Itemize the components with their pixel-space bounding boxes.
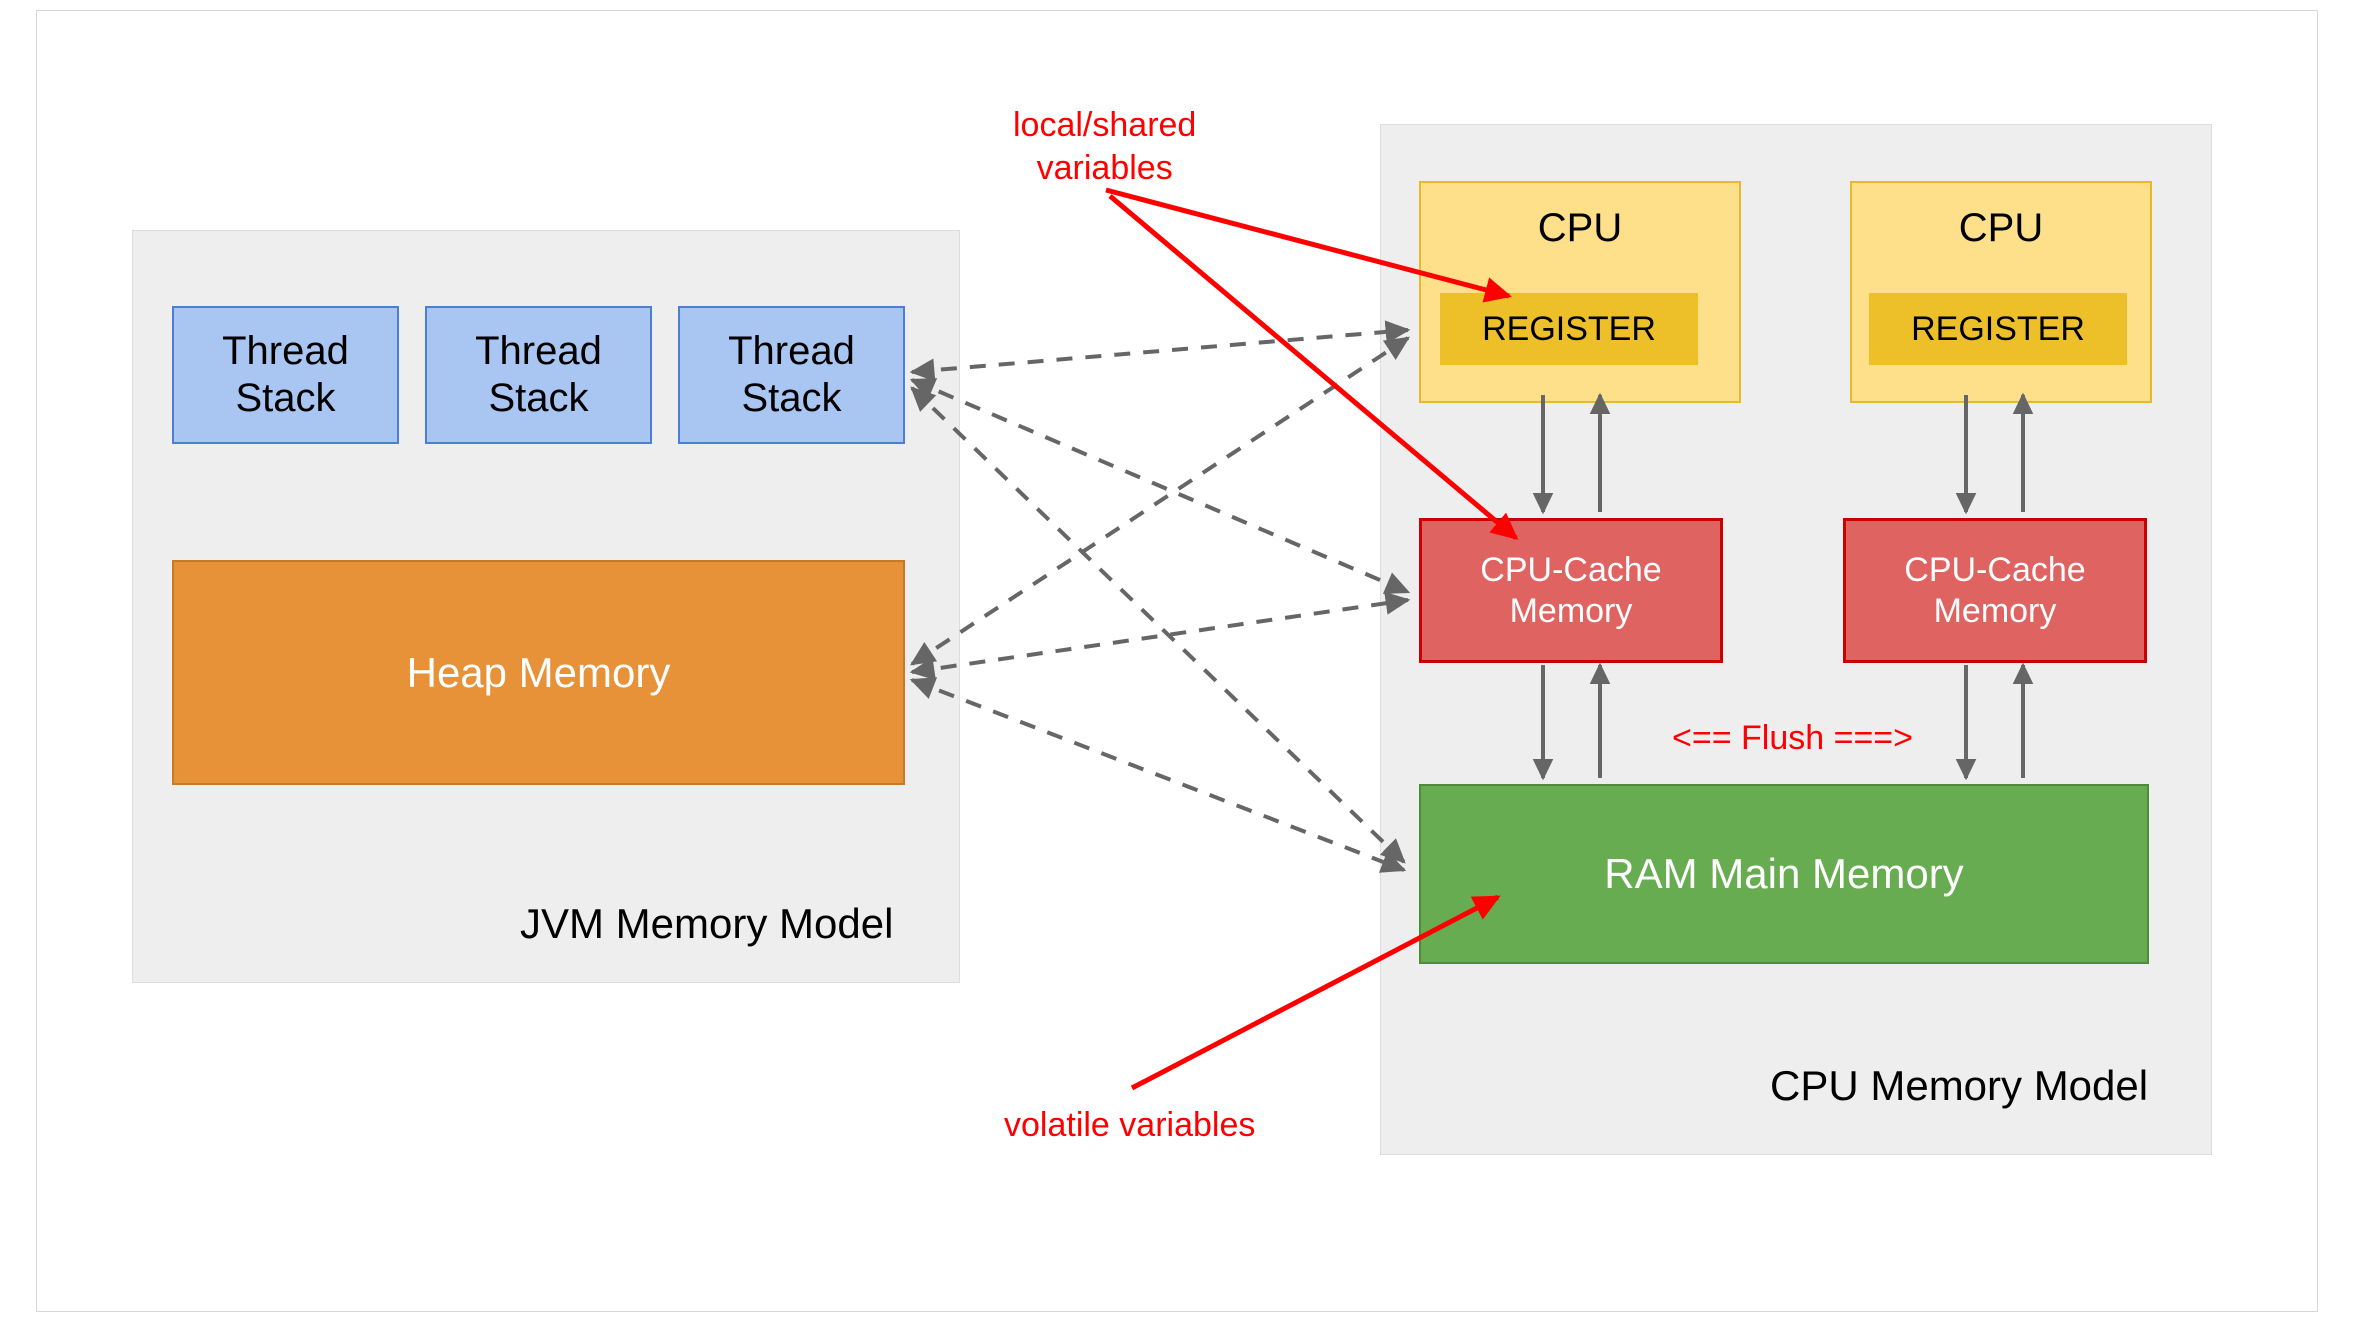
thread-stack-label-3: Thread Stack [728, 328, 855, 420]
flush-label: <== Flush ===> [1672, 719, 1914, 757]
ram-main-memory-box[interactable]: RAM Main Memory [1419, 784, 2149, 964]
cpu-cache-box-1[interactable]: CPU-Cache Memory [1419, 518, 1723, 663]
local-shared-variables-annotation: local/shared variables [1013, 106, 1197, 187]
cpu-panel-label: CPU Memory Model [1770, 1062, 2149, 1109]
heap-memory-box[interactable]: Heap Memory [172, 560, 905, 785]
cpu-cache-label-1: CPU-Cache Memory [1480, 551, 1662, 630]
register-box-2[interactable]: REGISTER [1869, 293, 2127, 365]
thread-stack-label-1: Thread Stack [222, 328, 349, 420]
register-box-1[interactable]: REGISTER [1440, 293, 1698, 365]
heap-memory-label: Heap Memory [406, 648, 671, 696]
cpu-cache-box-2[interactable]: CPU-Cache Memory [1843, 518, 2147, 663]
cpu-label-1: CPU [1537, 206, 1623, 250]
jvm-panel-label: JVM Memory Model [520, 900, 894, 947]
ram-main-memory-label: RAM Main Memory [1604, 850, 1964, 898]
thread-stack-box-3[interactable]: Thread Stack [678, 306, 905, 444]
cpu-label-2: CPU [1958, 206, 2044, 250]
cpu-box-1[interactable]: CPU [1419, 181, 1741, 403]
thread-stack-label-2: Thread Stack [475, 328, 602, 420]
cpu-box-2[interactable]: CPU [1850, 181, 2152, 403]
register-label-2: REGISTER [1911, 309, 2085, 348]
cpu-cache-label-2: CPU-Cache Memory [1904, 551, 2086, 630]
thread-stack-box-1[interactable]: Thread Stack [172, 306, 399, 444]
register-label-1: REGISTER [1482, 309, 1656, 348]
volatile-variables-annotation: volatile variables [1004, 1106, 1256, 1144]
thread-stack-box-2[interactable]: Thread Stack [425, 306, 652, 444]
